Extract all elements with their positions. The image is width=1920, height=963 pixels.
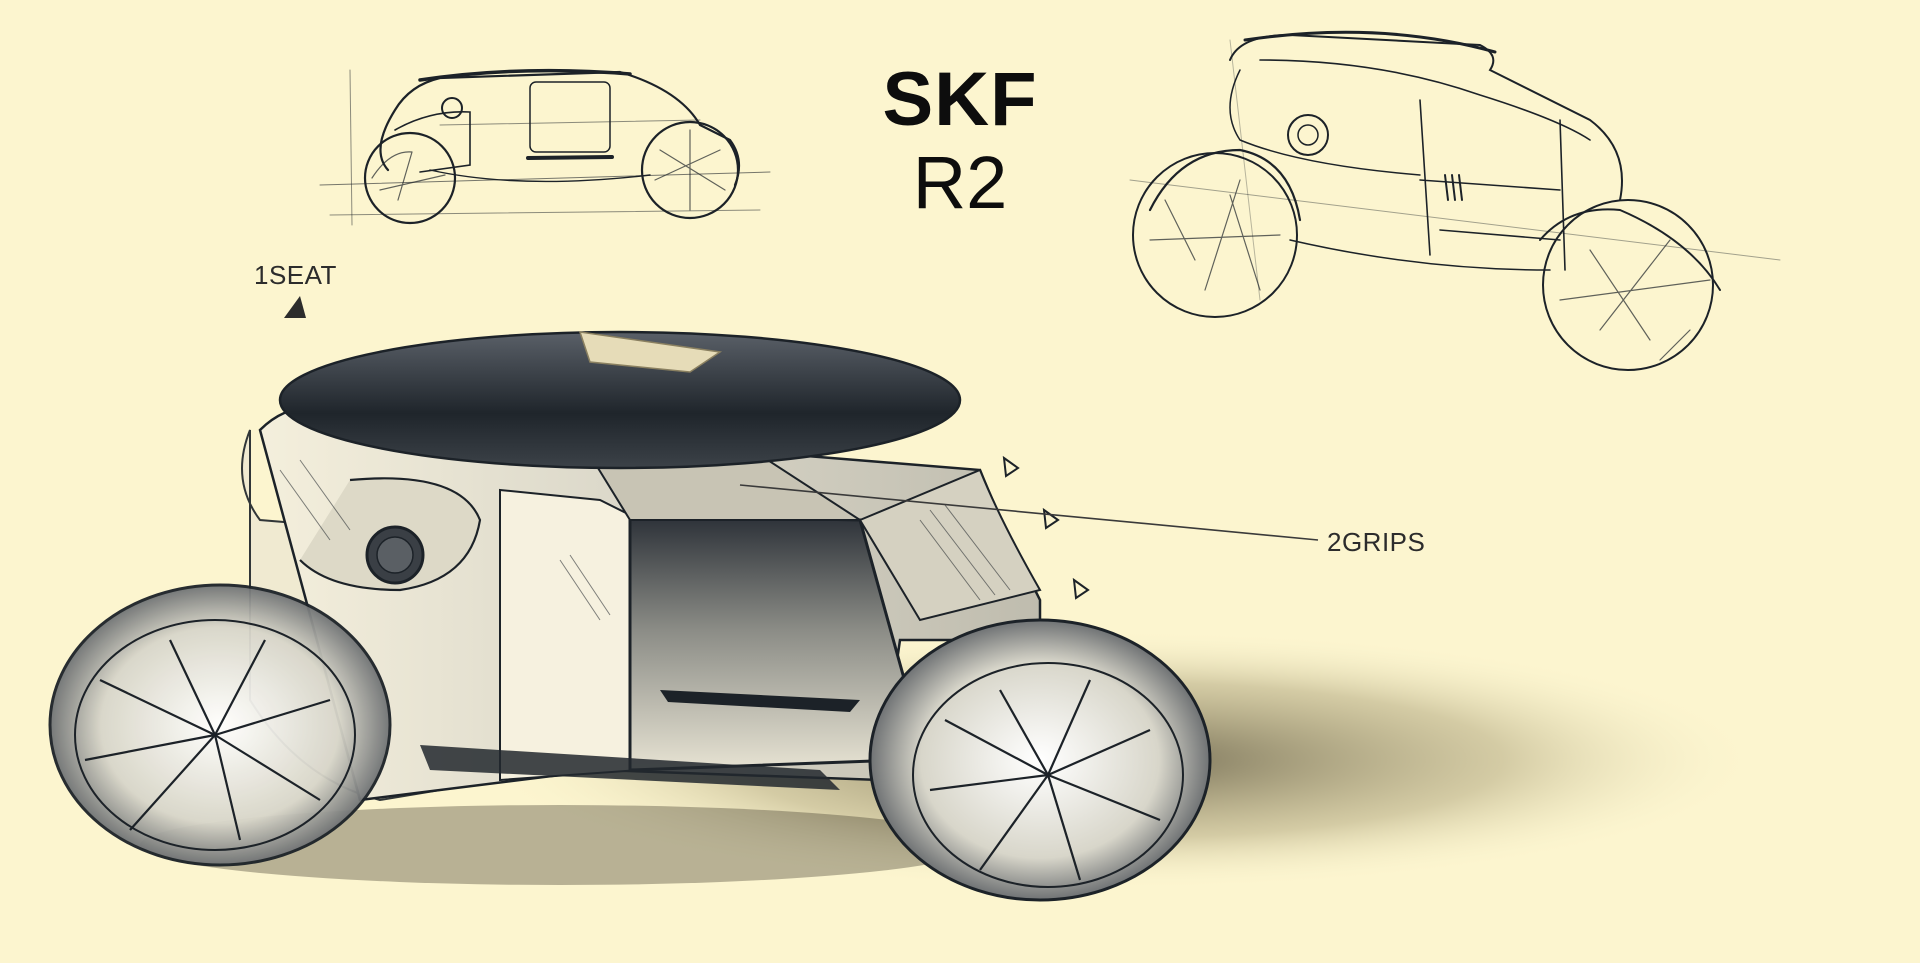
model-title: R2 xyxy=(912,141,1008,224)
seat-marker-icon xyxy=(284,296,306,318)
grip-marker-icon xyxy=(1042,507,1060,530)
grip-marker-icon xyxy=(1072,577,1090,600)
brand-title: SKF xyxy=(882,57,1038,142)
grips-callout-label: 2GRIPS xyxy=(1327,527,1426,557)
side-view-sketch xyxy=(319,68,771,226)
seat-callout-label: 1SEAT xyxy=(254,260,337,290)
perspective-sketch xyxy=(1129,30,1781,371)
roof-accent-panel xyxy=(578,331,723,373)
title-block: SKF R2 xyxy=(820,60,1100,226)
under-shadow xyxy=(140,805,980,885)
grip-marker-icon xyxy=(1002,455,1020,478)
grips-leader-line xyxy=(739,484,1319,541)
main-vehicle-render xyxy=(48,330,1212,902)
